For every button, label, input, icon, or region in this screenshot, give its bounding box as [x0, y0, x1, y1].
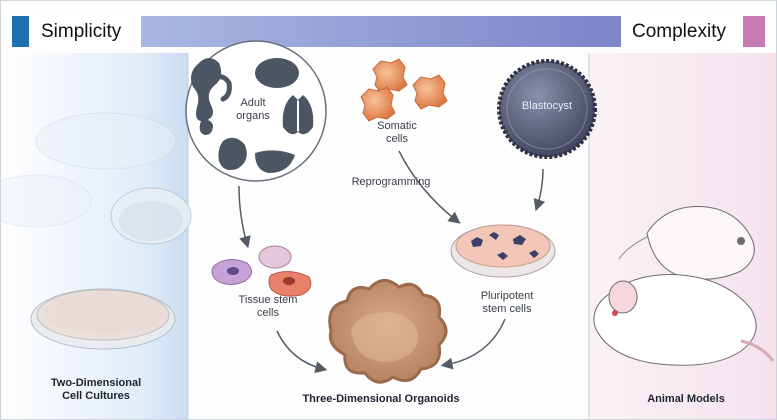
arrow-tissue-to-organoid: [276, 330, 328, 373]
two-dimensional-title: Two-Dimensional Cell Cultures: [50, 377, 142, 402]
petri-dishes: [1, 112, 192, 350]
adult-organs-illustration: [185, 40, 327, 182]
organoid-illustration: [328, 279, 448, 384]
simplicity-accent: [12, 16, 29, 47]
somatic-cells-label: Somatic cells: [377, 120, 417, 145]
somatic-cells-illustration: [360, 58, 448, 122]
pluripotent-dish-illustration: [450, 224, 556, 278]
arrow-organs-to-tissue: [238, 185, 251, 249]
arrow-blastocyst-to-pluripotent: [533, 168, 546, 212]
tissue-stem-cells-label: Tissue stem cells: [238, 294, 298, 319]
tissue-stem-cells-illustration: [211, 245, 312, 297]
complexity-accent: [743, 16, 765, 47]
adult-organs-label: Adult organs: [236, 97, 270, 122]
complexity-gradient-bar: [141, 16, 621, 47]
arrow-pluripotent-to-organoid: [440, 318, 506, 370]
mouse-illustration-back: [618, 206, 755, 280]
mouse-illustration-front: [593, 274, 775, 366]
arrow-reprogramming: [398, 150, 461, 224]
pluripotent-stem-cells-label: Pluripotent stem cells: [480, 290, 534, 315]
blastocyst-label: Blastocyst: [521, 100, 573, 112]
three-dimensional-title: Three-Dimensional Organoids: [302, 393, 460, 405]
simplicity-label: Simplicity: [31, 15, 132, 49]
animal-models-title: Animal Models: [647, 393, 725, 405]
reprogramming-label: Reprogramming: [351, 176, 431, 188]
blastocyst-illustration: [497, 59, 597, 159]
complexity-label: Complexity: [621, 15, 737, 49]
